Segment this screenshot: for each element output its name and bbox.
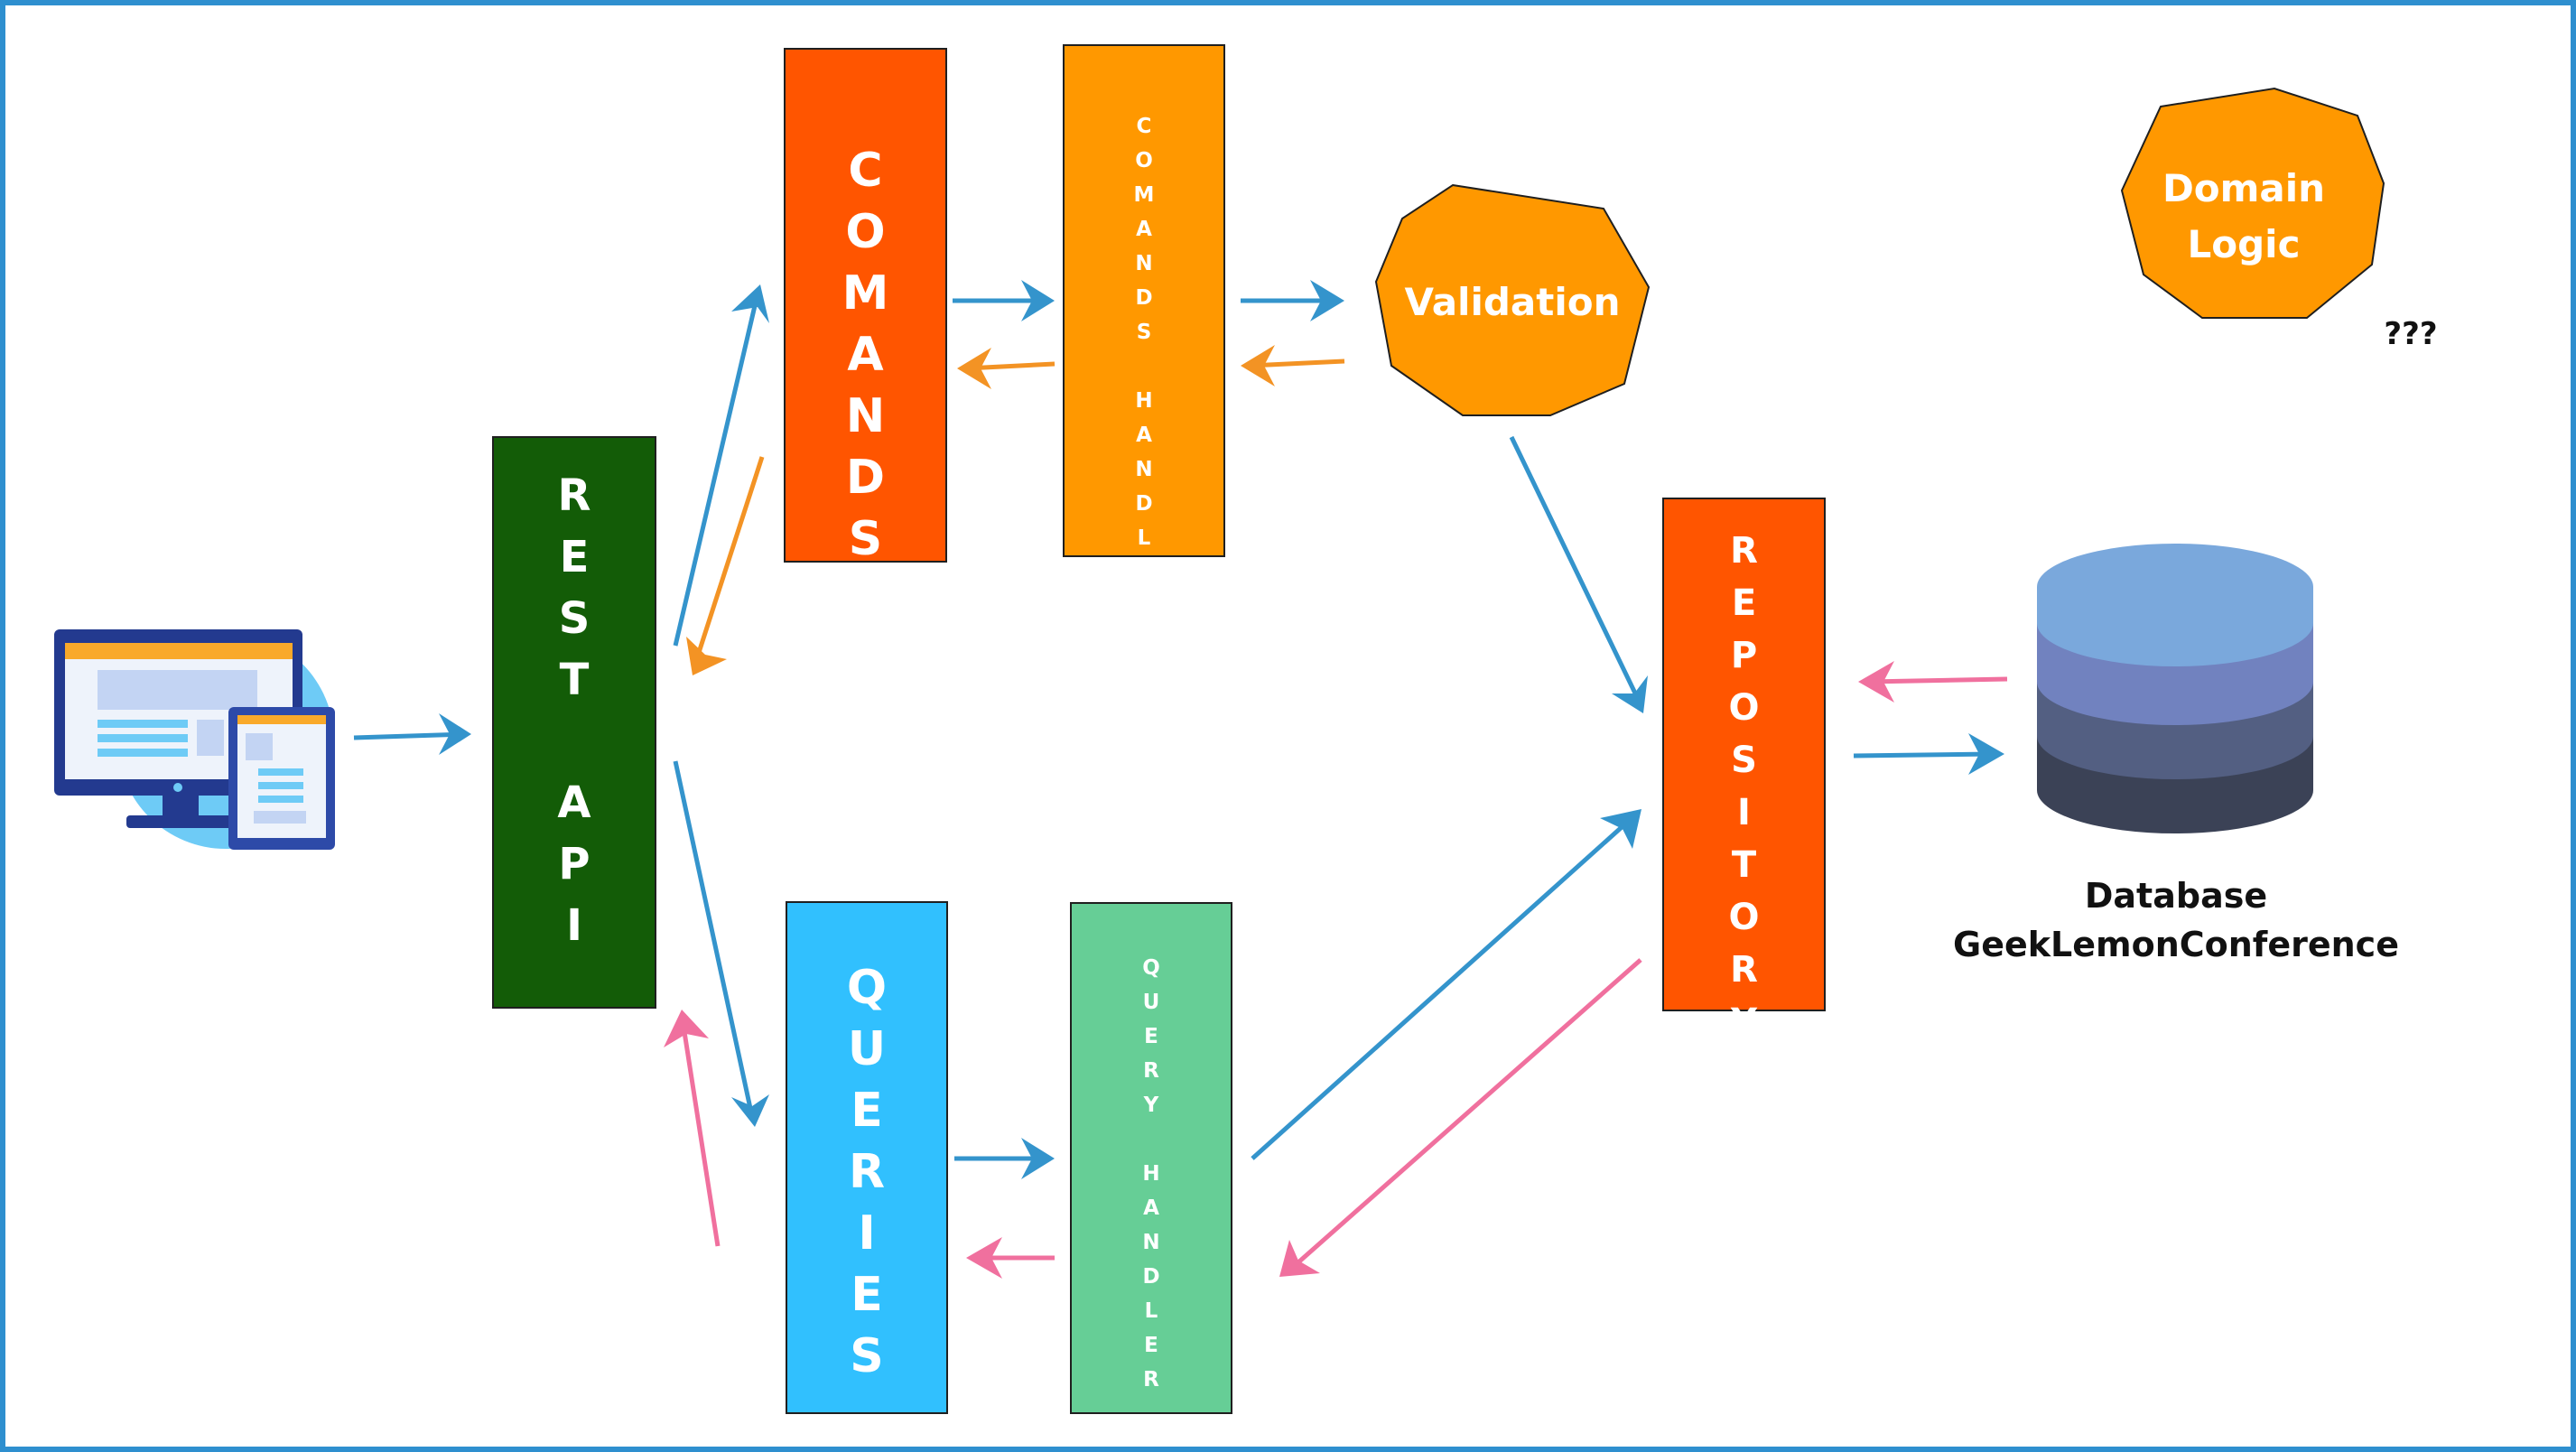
database-label-line1: Database [2084,876,2268,916]
arrow-rest-to-queries [673,760,769,1127]
arrow-repository-to-database [1853,733,2004,775]
query-handler-box: Q U E R Y H A N D L E R [1070,902,1232,1414]
database-cylinder [2037,544,2313,833]
arrow-commands-to-rest [686,456,765,675]
arrow-rest-to-commands [673,284,769,647]
rest-api-box: R E S T A P I [492,436,656,1009]
arrow-handler-to-validation [1241,280,1344,321]
validation-shape [1374,183,1651,416]
client-devices-icon [54,629,335,850]
domain-logic-label: Domain Logic [2162,166,2326,266]
question-marks-label: ??? [2384,316,2438,352]
validation-label: Validation [1404,280,1621,324]
queries-label: Q U E R I E S [846,961,888,1383]
repository-label: R E P O S I T O R Y [1728,530,1760,1043]
arrow-client-to-rest [353,713,471,755]
query-handler-label: Q U E R Y H A N D L E R [1142,956,1160,1392]
commands-handler-label: C O M A N D S H A N D L E R [1133,115,1155,619]
queries-box: Q U E R I E S [786,901,948,1414]
commands-box: C O M A N D S [784,48,947,566]
arrow-query-handler-to-repository [1251,809,1641,1160]
database-label: Database GeekLemonConference [1932,871,2420,969]
arrow-validation-to-handler [1241,345,1345,386]
arrow-handler-to-commands [957,348,1056,389]
arrow-repository-to-query-handler [1279,958,1642,1277]
commands-handler-box: C O M A N D S H A N D L E R [1063,44,1225,619]
database-label-line2: GeekLemonConference [1953,925,2399,964]
arrow-queries-to-handler [954,1138,1055,1179]
arrow-handler-to-queries [966,1237,1055,1279]
arrow-validation-to-repository [1509,435,1648,713]
rest-api-label: R E S T A P I [557,470,591,951]
commands-label: C O M A N D S [842,144,889,566]
repository-box: R E P O S I T O R Y [1662,498,1826,1043]
domain-logic-shape [2120,87,2385,319]
arrow-commands-to-handler [953,280,1055,321]
arrow-queries-to-rest [664,1010,721,1247]
arrow-database-to-repository [1858,661,2008,703]
